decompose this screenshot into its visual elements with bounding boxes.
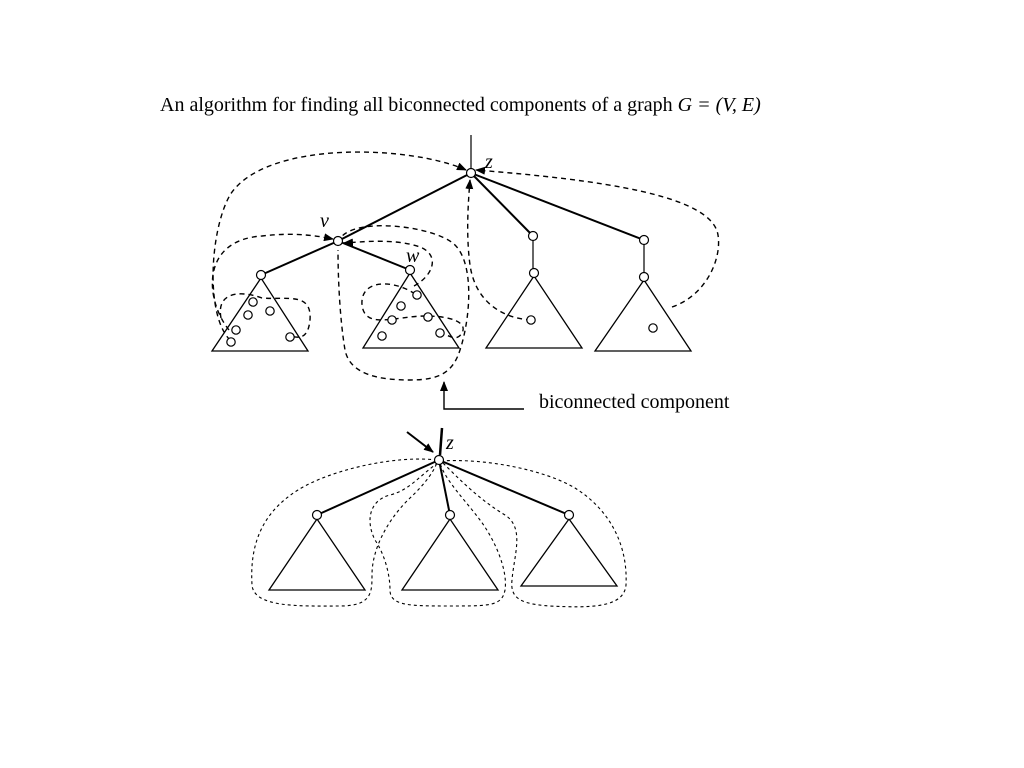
subtree-w [361, 271, 461, 349]
node-z [465, 167, 477, 179]
edge-z-v [337, 172, 472, 242]
node-c4 [638, 234, 650, 246]
loop-w [361, 283, 464, 339]
back-edge-t1-v [211, 233, 334, 331]
subtree-4 [593, 278, 693, 352]
label-w: w [406, 245, 420, 267]
node-t3-root [528, 267, 540, 279]
node-t1-root [255, 269, 267, 281]
bottom-pointer-arrow [406, 431, 434, 453]
label-biconnected-component: biconnected component [539, 391, 730, 413]
bottom-node-right [563, 509, 575, 521]
node-t4-root [638, 271, 650, 283]
bottom-edge-right [438, 459, 570, 516]
node-w [404, 264, 416, 276]
label-v: v [320, 210, 329, 232]
bottom-edge-middle [438, 459, 451, 516]
component-outline-right [440, 460, 627, 608]
bottom-node-z [433, 454, 445, 466]
edge-v-w [337, 240, 411, 271]
title-text: An algorithm for finding all biconnected… [160, 94, 673, 116]
diagram-title: An algorithm for finding all biconnected… [160, 94, 761, 117]
label-z-bottom: z [445, 432, 454, 454]
loop-t1 [219, 293, 311, 338]
edge-z-c3 [470, 172, 534, 237]
component-pointer [440, 381, 524, 410]
title-formula: G = (V, E) [677, 94, 761, 116]
component-outline-left [251, 458, 438, 607]
top-tree: z v w [210, 135, 720, 381]
inner-nodes [226, 290, 658, 347]
biconnected-component-outline [337, 225, 470, 381]
bottom-edge-left [316, 459, 440, 516]
bottom-root-stem [438, 427, 444, 456]
edge-z-c4 [470, 172, 645, 241]
component-callout: biconnected component [440, 381, 730, 413]
edge-v-t1 [260, 240, 339, 276]
bottom-subtree-right [519, 517, 619, 587]
bottom-subtree-left [267, 517, 367, 591]
subtree-3 [484, 274, 584, 349]
node-c3 [527, 230, 539, 242]
bottom-node-middle [444, 509, 456, 521]
subtree-1 [210, 276, 310, 352]
bottom-subtree-middle [400, 517, 500, 591]
bottom-tree: z [251, 427, 627, 608]
label-z-top: z [484, 151, 493, 173]
back-edge-w-v [343, 238, 434, 287]
bottom-node-left [311, 509, 323, 521]
component-outline-middle [369, 462, 506, 607]
node-v [332, 235, 344, 247]
back-edge-t4-z [475, 166, 720, 308]
